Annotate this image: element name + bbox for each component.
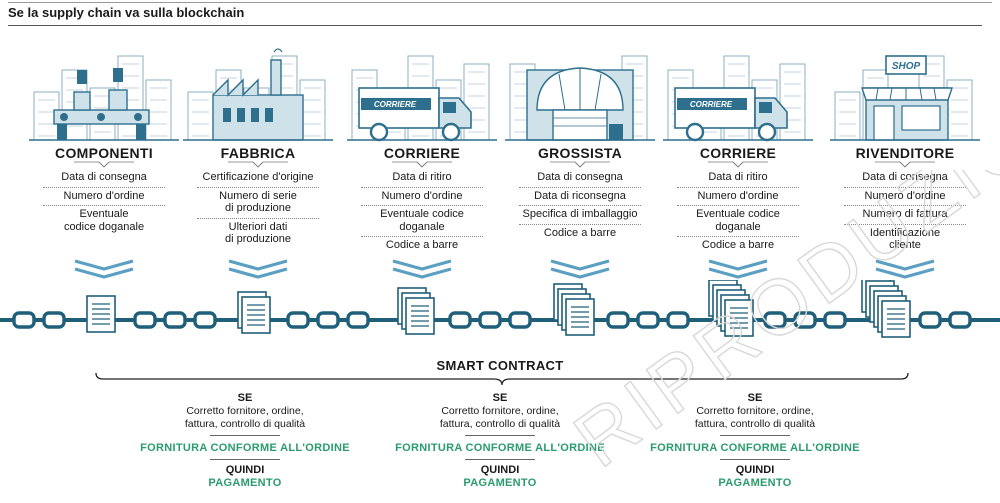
truck-illustration: CORRIERE (663, 40, 813, 142)
divider (210, 459, 280, 460)
condition-payment: PAGAMENTO (208, 477, 282, 489)
divider (465, 435, 535, 436)
page-title: Se la supply chain va sulla blockchain (8, 5, 245, 20)
divider (465, 459, 535, 460)
divider (720, 435, 790, 436)
chevron-down-icon (708, 259, 768, 279)
stage-data-item: Eventuale codice doganale (63, 208, 145, 233)
caret-down-icon (663, 161, 813, 169)
title-top-rule (8, 2, 992, 3)
caret-down-icon (29, 161, 179, 169)
shop-illustration: SHOP (830, 40, 980, 142)
stage-title: GROSSISTA (537, 145, 623, 161)
stage-data-item: Data di consegna (519, 169, 641, 188)
factory-building-illustration (183, 40, 333, 142)
chevron-down-icon (228, 259, 288, 279)
stage-data-item: Eventuale codice doganale (677, 206, 799, 237)
svg-text:SHOP: SHOP (892, 61, 921, 72)
condition-quindi-label: QUINDI (225, 464, 265, 476)
stage-data-item: Data di ritiro (677, 169, 799, 188)
caret-down-icon (830, 161, 980, 169)
stage-data-item: Numero d'ordine (43, 188, 165, 206)
condition-result: FORNITURA CONFORME ALL'ORDINE (395, 442, 605, 454)
smart-contract-condition: SE Corretto fornitore, ordine, fattura, … (385, 392, 615, 490)
stage-title: FABBRICA (220, 145, 296, 161)
blockchain-chain (0, 280, 1000, 338)
chevron-down-icon (392, 259, 452, 279)
svg-text:CORRIERE: CORRIERE (374, 100, 417, 109)
stage-title: RIVENDITORE (855, 145, 955, 161)
caret-down-icon (505, 161, 655, 169)
stage-data-item: Codice a barre (543, 226, 617, 239)
stage-data-item: Data di consegna (844, 169, 966, 188)
stage-data-item: Specifica di imballaggio (519, 206, 641, 225)
stage-data-item: Identificazione cliente (869, 226, 941, 252)
condition-result: FORNITURA CONFORME ALL'ORDINE (140, 442, 350, 454)
document-stack-icon (861, 280, 911, 338)
document-stack-icon (708, 280, 754, 337)
document-stack-icon (397, 287, 435, 335)
condition-description: Corretto fornitore, ordine, fattura, con… (184, 405, 306, 430)
stage-data-item: Numero di fattura (844, 206, 966, 225)
divider (720, 459, 790, 460)
stage-title: CORRIERE (699, 145, 777, 161)
chevron-down-icon (550, 259, 610, 279)
stage-data-item: Data di consegna (43, 169, 165, 188)
stage-title: COMPONENTI (55, 145, 153, 161)
condition-se-label: SE (237, 392, 253, 404)
smart-contract-condition: SE Corretto fornitore, ordine, fattura, … (130, 392, 360, 490)
caret-down-icon (183, 161, 333, 169)
stage-data-item: Numero d'ordine (361, 188, 483, 206)
condition-description: Corretto fornitore, ordine, fattura, con… (694, 405, 816, 430)
factory-conveyor-illustration (29, 40, 179, 142)
smart-contract-brace (95, 372, 909, 386)
svg-text:CORRIERE: CORRIERE (690, 100, 733, 109)
stage-data-item: Certificazione d'origine (197, 169, 319, 188)
caret-down-icon (347, 161, 497, 169)
chevron-down-icon (74, 259, 134, 279)
stage-data-item: Data di ritiro (361, 169, 483, 188)
stage-data-item: Codice a barre (385, 239, 459, 251)
stage-data-item: Numero di serie di produzione (197, 188, 319, 219)
warehouse-illustration (505, 40, 655, 142)
truck-illustration: CORRIERE (347, 40, 497, 142)
document-stack-icon (553, 283, 595, 336)
condition-se-label: SE (747, 392, 763, 404)
document-stack-icon (237, 291, 271, 334)
stage-data-item: Codice a barre (701, 239, 775, 251)
condition-quindi-label: QUINDI (735, 464, 775, 476)
condition-se-label: SE (492, 392, 508, 404)
divider (210, 435, 280, 436)
stage-data-item: Data di riconsegna (519, 188, 641, 206)
condition-description: Corretto fornitore, ordine, fattura, con… (439, 405, 561, 430)
smart-contract-label: SMART CONTRACT (436, 358, 564, 373)
stage-data-item: Eventuale codice doganale (361, 206, 483, 237)
stage-data-item: Ulteriori dati di produzione (224, 220, 292, 246)
document-stack-icon (86, 295, 116, 333)
stage-data-item: Numero d'ordine (844, 188, 966, 206)
stage-data-item: Numero d'ordine (677, 188, 799, 206)
stage-title: CORRIERE (383, 145, 461, 161)
condition-quindi-label: QUINDI (480, 464, 520, 476)
condition-payment: PAGAMENTO (718, 477, 792, 489)
condition-result: FORNITURA CONFORME ALL'ORDINE (650, 442, 860, 454)
smart-contract-condition: SE Corretto fornitore, ordine, fattura, … (640, 392, 870, 490)
title-rule (8, 25, 982, 26)
condition-payment: PAGAMENTO (463, 477, 537, 489)
chevron-down-icon (875, 259, 935, 279)
